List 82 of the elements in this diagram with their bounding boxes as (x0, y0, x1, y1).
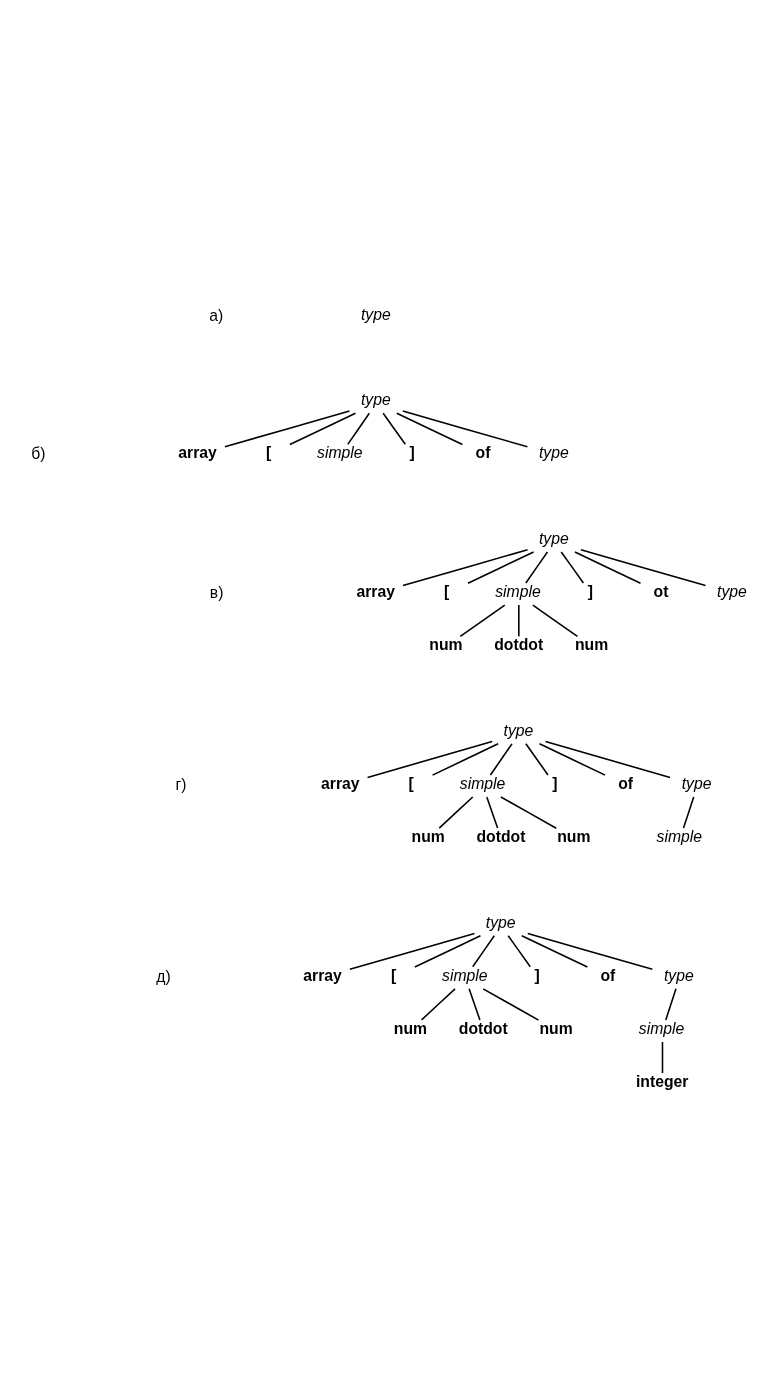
connector (574, 550, 642, 584)
connector (402, 409, 529, 448)
node-text: [ (444, 582, 450, 600)
node-text: type (503, 721, 534, 739)
connector (525, 550, 549, 584)
node-text: simple (317, 443, 363, 461)
connector (544, 740, 671, 778)
node-text: num (429, 635, 463, 653)
connector (468, 987, 481, 1021)
connector (459, 603, 506, 637)
connector (532, 603, 579, 637)
node-text: num (411, 827, 445, 845)
node-text: type (663, 966, 694, 984)
node-text: integer (635, 1072, 689, 1090)
connector (560, 550, 585, 584)
label: а) (209, 306, 224, 323)
node-text: of (618, 774, 634, 792)
node-text: type (360, 390, 391, 408)
node-text: [ (408, 774, 414, 792)
connector (366, 740, 493, 778)
node-text: ] (534, 966, 540, 984)
node-text: array (178, 443, 217, 461)
node-text: dotdot (476, 827, 526, 845)
node-text: ] (409, 443, 415, 461)
connector (471, 934, 496, 968)
node-text: of (475, 443, 491, 461)
connector (347, 411, 371, 445)
node-text: simple (638, 1019, 685, 1037)
node-text: num (539, 1019, 573, 1037)
connector (500, 795, 557, 829)
node-text: simple (495, 582, 541, 600)
node-text: type (681, 774, 712, 792)
connector (507, 934, 532, 968)
connector (396, 411, 464, 445)
label: д) (156, 967, 171, 985)
connector (665, 987, 677, 1021)
connector (580, 548, 707, 586)
connector (486, 795, 499, 829)
connector (289, 411, 357, 445)
label: в) (209, 583, 224, 601)
node-text: ot (653, 582, 669, 600)
node-text: num (393, 1019, 428, 1037)
connector (538, 742, 606, 776)
node-text: num (574, 635, 609, 653)
node-text: [ (390, 966, 397, 984)
connector (489, 742, 513, 776)
connector (402, 548, 529, 586)
node-text: array (303, 966, 342, 984)
node-text: simple (459, 774, 506, 792)
node-text: type (717, 582, 747, 600)
node-text: array (356, 582, 395, 600)
node-text: type (485, 913, 516, 931)
node-text: dotdot (458, 1019, 508, 1037)
node-text: type (360, 305, 391, 323)
connector (467, 550, 535, 584)
connector (518, 603, 520, 637)
connector (525, 742, 549, 776)
node-text: num (557, 827, 591, 845)
node-text: simple (656, 827, 703, 845)
connector (661, 1040, 664, 1074)
node-text: of (600, 966, 616, 984)
label: б) (31, 444, 46, 462)
connector (482, 987, 540, 1021)
label: г) (175, 775, 187, 793)
connector (224, 409, 351, 448)
connector (382, 411, 407, 445)
node-text: type (539, 443, 569, 461)
connector (527, 932, 654, 970)
connector (349, 932, 476, 970)
connector (431, 742, 499, 776)
node-text: ] (587, 582, 593, 600)
connector (438, 795, 474, 829)
node-text: ] (552, 774, 558, 792)
connector (420, 987, 456, 1021)
node-text: dotdot (494, 635, 544, 653)
node-text: [ (265, 443, 272, 461)
node-text: array (321, 774, 360, 792)
node-text: type (539, 529, 569, 547)
connector (414, 934, 482, 968)
node-text: simple (442, 966, 488, 984)
connector (682, 795, 695, 829)
connector (521, 934, 589, 968)
